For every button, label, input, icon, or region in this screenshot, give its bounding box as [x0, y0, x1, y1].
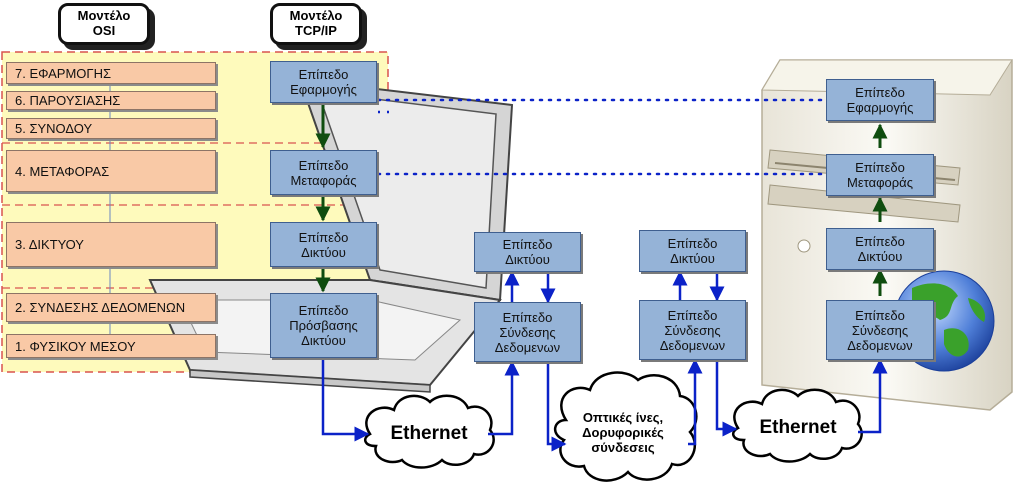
osi-model-header: Μοντέλο OSI [58, 3, 150, 45]
osi-layer-session: 5. ΣΥΝΟΔΟΥ [6, 118, 216, 139]
osi-layer-presentation: 6. ΠΑΡΟΥΣΙΑΣΗΣ [6, 91, 216, 110]
osi-layer-data-link: 2. ΣΥΝΔΕΣΗΣ ΔΕΔΟΜΕΝΩΝ [6, 293, 216, 322]
cloud-ethernet-left-label: Ethernet [390, 423, 468, 444]
osi-layer-network: 3. ΔΙΚΤΥΟΥ [6, 222, 216, 267]
cloud-ethernet-right-icon [731, 388, 863, 463]
osi-layer-application: 7. ΕΦΑΡΜΟΓΗΣ [6, 62, 216, 84]
cloud-optical-label: Οπτικές ίνες, Δορυφορικές σύνδεσεις [582, 410, 664, 455]
cloud-optical-icon [554, 371, 698, 482]
data-path [321, 270, 888, 452]
osi-layer-transport: 4. ΜΕΤΑΦΟΡΑΣ [6, 150, 216, 192]
tcpip-model-header: Μοντέλο TCP/IP [270, 3, 362, 45]
cloud-ethernet-right-label: Ethernet [759, 417, 837, 438]
cloud-ethernet-left-icon [363, 394, 495, 469]
osi-layer-physical: 1. ΦΥΣΙΚΟΥ ΜΕΣΟΥ [6, 334, 216, 358]
